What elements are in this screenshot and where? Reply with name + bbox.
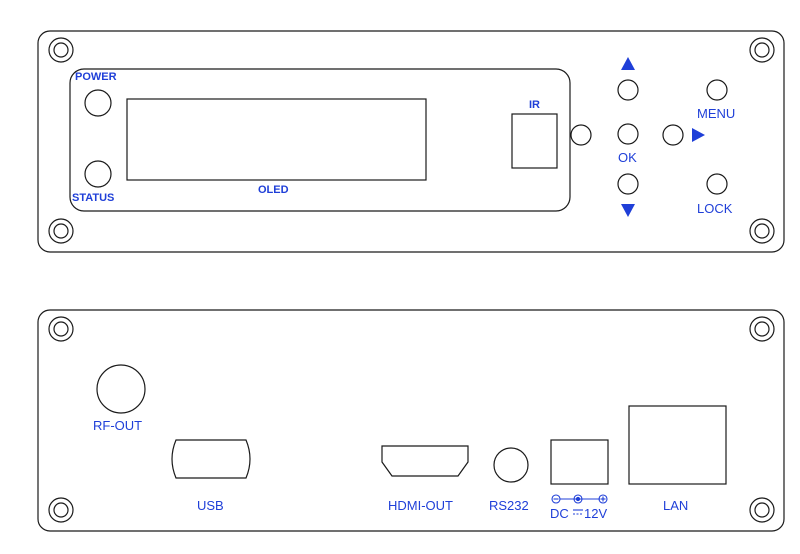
ir-window — [511, 113, 558, 169]
lock-button[interactable] — [706, 173, 728, 195]
usb-label: USB — [197, 498, 224, 513]
status-label: STATUS — [72, 192, 114, 204]
screw-rear-top-left — [48, 316, 74, 342]
dc-rating-label: 12V — [584, 506, 607, 521]
rf-out-connector — [96, 364, 146, 414]
ir-label: IR — [529, 99, 540, 111]
display-bezel — [69, 68, 571, 212]
power-led — [84, 89, 112, 117]
rs232-label: RS232 — [489, 498, 529, 513]
screw-top-right — [749, 37, 775, 63]
dc-polarity-icon — [551, 494, 608, 504]
dc-jack — [550, 439, 609, 485]
screw-rear-bottom-right — [749, 497, 775, 523]
lan-port — [628, 405, 727, 485]
usb-port — [171, 439, 251, 479]
screw-top-left — [48, 37, 74, 63]
front-panel-outline — [37, 30, 785, 253]
right-arrow-icon — [692, 128, 705, 142]
down-button[interactable] — [617, 173, 639, 195]
rf-out-label: RF-OUT — [93, 418, 142, 433]
rear-panel — [37, 309, 785, 532]
ok-label: OK — [618, 150, 637, 165]
down-arrow-icon — [621, 204, 635, 217]
power-label: POWER — [75, 71, 117, 83]
ok-button[interactable] — [617, 123, 639, 145]
screw-bottom-left — [48, 218, 74, 244]
rear-panel-outline — [37, 309, 785, 532]
rs232-jack — [493, 447, 529, 483]
menu-button[interactable] — [706, 79, 728, 101]
menu-label: MENU — [697, 106, 735, 121]
dc-label: DC — [550, 506, 569, 521]
right-button[interactable] — [662, 124, 684, 146]
hdmi-out-port — [381, 445, 469, 477]
front-panel — [37, 30, 785, 253]
oled-display — [126, 98, 427, 181]
screw-bottom-right — [749, 218, 775, 244]
up-button[interactable] — [617, 79, 639, 101]
lan-label: LAN — [663, 498, 688, 513]
oled-label: OLED — [258, 184, 289, 196]
dc-symbol-icon — [573, 509, 583, 515]
screw-rear-top-right — [749, 316, 775, 342]
screw-rear-bottom-left — [48, 497, 74, 523]
lock-label: LOCK — [697, 201, 733, 216]
hdmi-out-label: HDMI-OUT — [388, 498, 453, 513]
left-button[interactable] — [570, 124, 592, 146]
status-led — [84, 160, 112, 188]
up-arrow-icon — [621, 57, 635, 70]
